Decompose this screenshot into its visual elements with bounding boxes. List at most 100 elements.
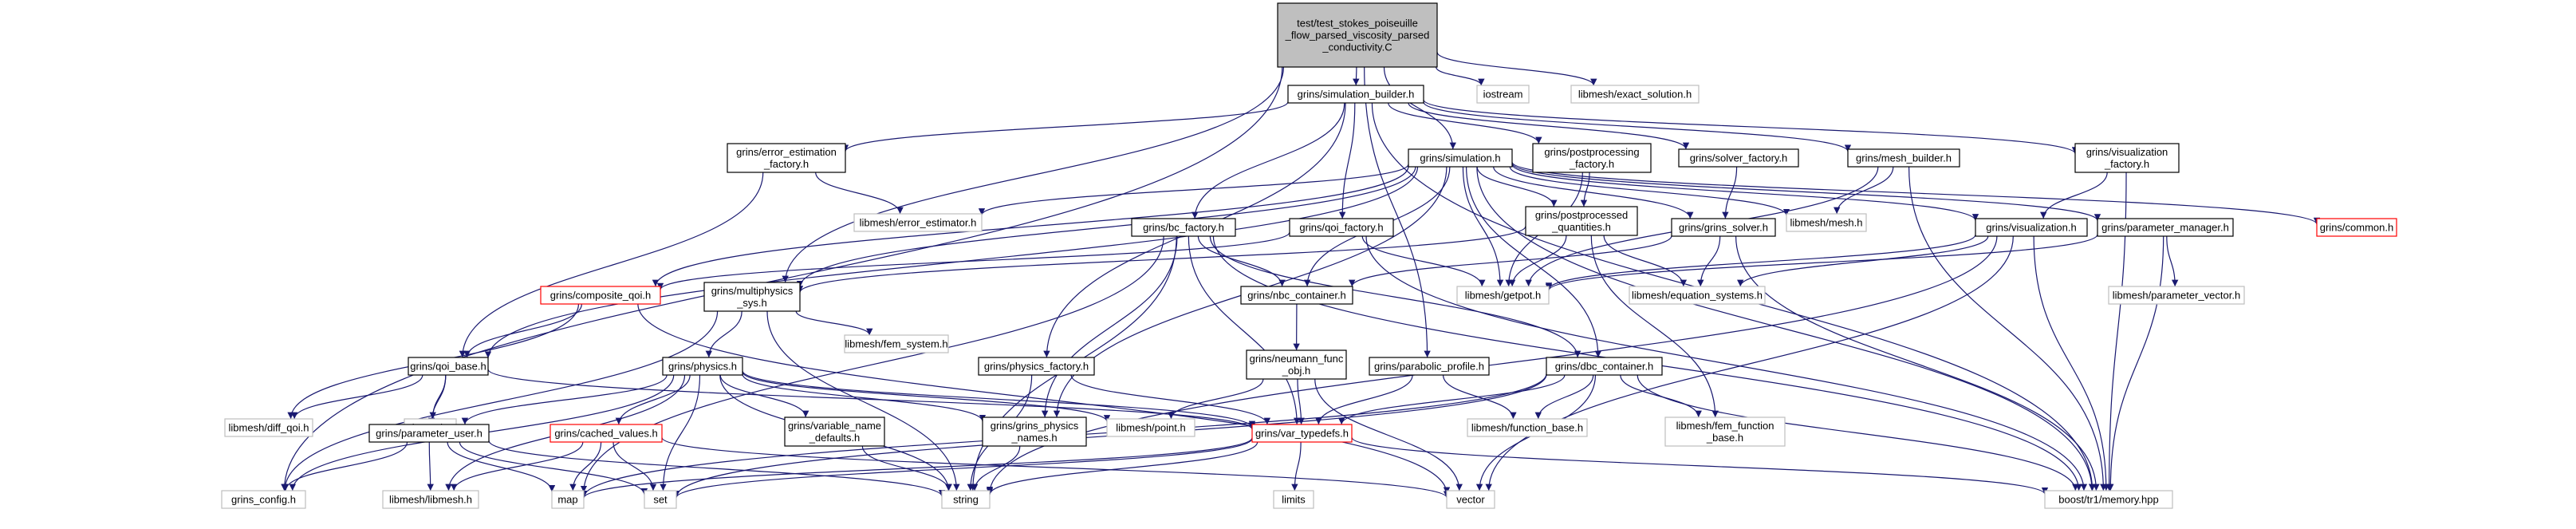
edge-param_user-to-map bbox=[447, 441, 556, 492]
node-physics[interactable]: grins/physics.h bbox=[662, 357, 743, 376]
edge-sim_builder-to-bc_factory bbox=[1191, 102, 1345, 219]
node-postproc_factory[interactable]: grins/postprocessing_factory.h bbox=[1532, 143, 1652, 173]
node-physics-box bbox=[662, 357, 743, 376]
edge-postproc_quant-to-multiphysics bbox=[796, 226, 1526, 293]
node-set: set bbox=[644, 490, 677, 509]
edge-physics-to-cached_values bbox=[615, 374, 691, 425]
edge-error_est_factory-to-error_estimator bbox=[815, 172, 904, 215]
node-root-label: test/test_stokes_poiseuille bbox=[1297, 17, 1418, 29]
edge-visualization-to-equation_systems bbox=[1737, 235, 1989, 287]
node-equation_systems: libmesh/equation_systems.h bbox=[1629, 286, 1766, 305]
edge-grins_solver-to-equation_systems bbox=[1697, 235, 1721, 287]
node-postproc_factory-label: _factory.h bbox=[1569, 158, 1614, 170]
node-solver_factory-label: grins/solver_factory.h bbox=[1690, 152, 1788, 164]
node-param_manager[interactable]: grins/parameter_manager.h bbox=[2097, 218, 2234, 237]
edge-root-to-exact_solution bbox=[1436, 52, 1597, 86]
node-fem_function_base-label: libmesh/fem_function bbox=[1676, 420, 1774, 432]
node-neumann_func-label: _obj.h bbox=[1282, 365, 1310, 377]
node-dbc_container[interactable]: grins/dbc_container.h bbox=[1546, 357, 1663, 376]
edge-param_manager-to-memory bbox=[2107, 235, 2164, 491]
node-qoi_base[interactable]: grins/qoi_base.h bbox=[408, 357, 489, 376]
edge-vis_factory-to-visualization bbox=[2039, 172, 2108, 219]
edge-multiphysics-to-fem_system bbox=[795, 310, 873, 336]
node-map: map bbox=[551, 490, 585, 509]
node-mesh_h-box bbox=[1786, 213, 1867, 232]
edge-var_typedefs-to-memory bbox=[1351, 436, 2048, 495]
edge-physics-to-point_h bbox=[742, 371, 1111, 422]
node-bc_factory[interactable]: grins/bc_factory.h bbox=[1131, 218, 1236, 237]
node-root-box bbox=[1277, 2, 1438, 68]
edge-bc_factory-to-dbc_container bbox=[1209, 235, 1581, 358]
node-equation_systems-box bbox=[1629, 286, 1766, 305]
node-limits-box bbox=[1273, 490, 1314, 509]
node-qoi_factory[interactable]: grins/qoi_factory.h bbox=[1289, 218, 1394, 237]
node-string-label: string bbox=[953, 493, 979, 505]
node-dbc_container-box bbox=[1546, 357, 1663, 376]
edge-qoi_base-to-diff_qoi bbox=[290, 374, 423, 420]
edge-multiphysics-to-string bbox=[766, 310, 960, 491]
edge-neumann_func-to-var_typedefs bbox=[1297, 378, 1305, 425]
edge-root-to-parabolic_profile bbox=[1364, 66, 1431, 358]
node-libmesh_h-box bbox=[382, 490, 479, 509]
node-error_estimator-label: libmesh/error_estimator.h bbox=[860, 216, 977, 228]
edge-dbc_container-to-memory bbox=[1637, 374, 2079, 491]
node-nbc_container-label: grins/nbc_container.h bbox=[1247, 289, 1346, 301]
node-mesh_builder[interactable]: grins/mesh_builder.h bbox=[1847, 148, 1960, 168]
node-physics-label: grins/physics.h bbox=[668, 360, 737, 372]
edge-root-to-sim_builder bbox=[1353, 66, 1360, 86]
node-cached_values[interactable]: grins/cached_values.h bbox=[549, 424, 663, 443]
node-vis_factory[interactable]: grins/visualization_factory.h bbox=[2074, 143, 2180, 173]
node-vis_factory-box bbox=[2074, 143, 2180, 173]
node-composite_qoi[interactable]: grins/composite_qoi.h bbox=[540, 286, 661, 305]
edge-solver_factory-to-grins_solver bbox=[1722, 166, 1738, 219]
node-grins_solver-box bbox=[1671, 218, 1776, 237]
node-postproc_factory-box bbox=[1532, 143, 1652, 173]
node-grins_physics_names[interactable]: grins/grins_physics_names.h bbox=[982, 416, 1087, 447]
node-physics_factory-box bbox=[978, 357, 1095, 376]
node-error_est_factory[interactable]: grins/error_estimation_factory.h bbox=[727, 143, 846, 173]
node-physics_factory[interactable]: grins/physics_factory.h bbox=[978, 357, 1095, 376]
node-neumann_func[interactable]: grins/neumann_func_obj.h bbox=[1246, 349, 1347, 380]
edge-cached_values-to-map bbox=[569, 441, 602, 491]
edge-var_typedefs-to-set bbox=[672, 438, 1253, 499]
node-iostream-label: iostream bbox=[1483, 88, 1523, 100]
edge-postproc_quant-to-equation_systems bbox=[1603, 235, 1688, 287]
edge-simulation-to-mesh_h bbox=[1509, 166, 1790, 216]
edge-sim_builder-to-error_est_factory bbox=[841, 101, 1289, 152]
node-param_user[interactable]: grins/parameter_user.h bbox=[368, 424, 490, 443]
node-simulation[interactable]: grins/simulation.h bbox=[1408, 148, 1513, 168]
node-visualization[interactable]: grins/visualization.h bbox=[1975, 218, 2088, 237]
node-var_name_defaults[interactable]: grins/variable_name_defaults.h bbox=[784, 416, 885, 447]
node-grins_solver[interactable]: grins/grins_solver.h bbox=[1671, 218, 1776, 237]
node-visualization-label: grins/visualization.h bbox=[1986, 221, 2076, 233]
node-postproc_factory-label: grins/postprocessing bbox=[1544, 146, 1639, 158]
node-qoi_base-label: grins/qoi_base.h bbox=[410, 360, 486, 372]
node-string-box bbox=[941, 490, 991, 509]
node-diff_qoi: libmesh/diff_qoi.h bbox=[224, 418, 313, 437]
node-solver_factory[interactable]: grins/solver_factory.h bbox=[1678, 148, 1799, 168]
edge-simulation-to-grins_solver bbox=[1493, 166, 1694, 219]
node-common[interactable]: grins/common.h bbox=[2316, 218, 2397, 237]
edge-dbc_container-to-var_typedefs bbox=[1338, 374, 1566, 425]
node-grins_config-label: grins_config.h bbox=[231, 493, 296, 505]
node-root[interactable]: test/test_stokes_poiseuille_flow_parsed_… bbox=[1277, 2, 1438, 68]
node-mesh_builder-box bbox=[1847, 148, 1960, 168]
node-var_typedefs[interactable]: grins/var_typedefs.h bbox=[1251, 424, 1353, 443]
node-postproc_quant[interactable]: grins/postprocessed_quantities.h bbox=[1525, 206, 1638, 236]
node-nbc_container[interactable]: grins/nbc_container.h bbox=[1240, 286, 1353, 305]
node-fem_function_base-box bbox=[1664, 416, 1786, 447]
node-multiphysics[interactable]: grins/multiphysics_sys.h bbox=[703, 282, 801, 312]
node-grins_config: grins_config.h bbox=[221, 490, 306, 509]
edge-var_typedefs-to-string bbox=[986, 441, 1258, 495]
node-param_manager-box bbox=[2097, 218, 2234, 237]
edge-root-to-simulation bbox=[1383, 66, 1456, 150]
edge-grins_solver-to-nbc_container bbox=[1349, 235, 1672, 287]
node-mesh_h: libmesh/mesh.h bbox=[1786, 213, 1867, 232]
node-sim_builder[interactable]: grins/simulation_builder.h bbox=[1287, 85, 1424, 104]
node-var_name_defaults-label: grins/variable_name bbox=[788, 420, 881, 432]
edge-simulation-to-memory bbox=[1476, 166, 2096, 491]
node-parabolic_profile[interactable]: grins/parabolic_profile.h bbox=[1369, 357, 1490, 376]
node-neumann_func-box bbox=[1246, 349, 1347, 380]
edge-simulation-to-dbc_container bbox=[1466, 166, 1602, 358]
node-qoi_base-box bbox=[408, 357, 489, 376]
